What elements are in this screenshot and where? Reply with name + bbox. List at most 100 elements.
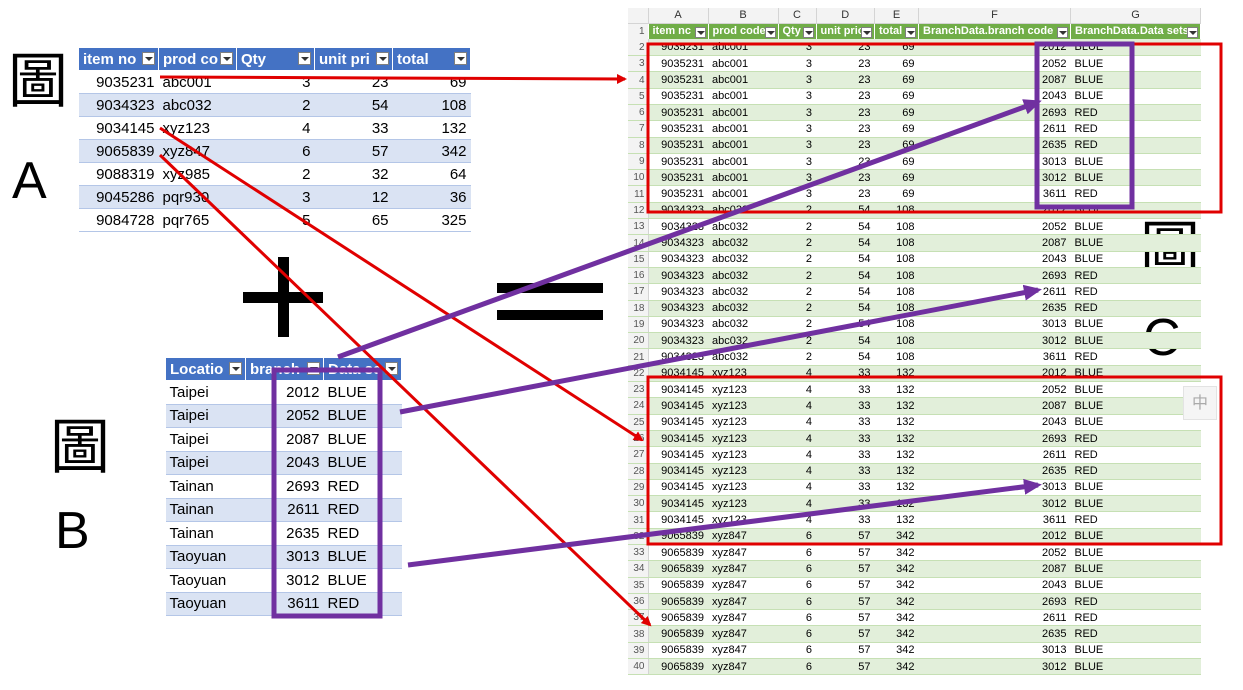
table-c-cell[interactable]: 3611 [918,511,1071,529]
table-a-cell[interactable]: 9045286 [78,185,159,209]
table-c-cell[interactable]: 33 [816,463,875,480]
row-number[interactable]: 39 [628,642,649,660]
table-c-cell[interactable]: 2611 [918,446,1071,464]
filter-dropdown-icon[interactable] [298,52,311,65]
table-c-cell[interactable]: 2087 [918,397,1071,415]
table-c-cell[interactable]: 9065839 [648,593,708,611]
table-c-cell[interactable]: abc032 [708,267,778,285]
table-c-cell[interactable]: 9034145 [648,381,708,399]
table-b-cell[interactable]: Taipei [165,427,246,452]
table-a-cell[interactable]: 2 [236,162,315,186]
table-c-cell[interactable]: 132 [874,381,919,399]
table-c-cell[interactable]: RED [1070,511,1201,529]
table-c-cell[interactable]: 342 [874,642,919,660]
row-number[interactable]: 8 [628,137,649,154]
table-c-cell[interactable]: 9034145 [648,414,708,431]
table-c-cell[interactable]: 2087 [918,234,1071,252]
table-c-cell[interactable]: xyz847 [708,544,778,562]
table-c-cell[interactable]: 57 [816,625,875,643]
table-c-cell[interactable]: 9065839 [648,658,708,676]
table-c-cell[interactable]: 2693 [918,267,1071,285]
table-c-cell[interactable]: 132 [874,430,919,448]
table-c-cell[interactable]: RED [1070,446,1201,464]
table-c-cell[interactable]: 33 [816,414,875,431]
table-c-cell[interactable]: 6 [778,544,816,562]
table-c-header-cell[interactable]: BranchData.branch code [918,23,1072,40]
table-c-cell[interactable]: 69 [874,120,919,138]
table-c-cell[interactable]: 2635 [918,463,1071,480]
table-a-cell[interactable]: 9084728 [78,208,159,232]
table-c-cell[interactable]: 4 [778,430,816,448]
table-c-cell[interactable]: 69 [874,104,919,122]
table-c-cell[interactable]: RED [1070,348,1201,366]
table-c-cell[interactable]: 2 [778,218,816,236]
row-number[interactable]: 36 [628,593,649,611]
table-c-cell[interactable]: 6 [778,528,816,546]
filter-dropdown-icon[interactable] [142,52,155,65]
table-b-cell[interactable]: 2052 [245,404,324,428]
filter-dropdown-icon[interactable] [220,52,233,65]
row-number[interactable]: 1 [628,23,649,40]
table-a-cell[interactable]: 108 [392,93,471,117]
table-c-cell[interactable]: 9034145 [648,495,708,513]
table-c-cell[interactable]: RED [1070,625,1201,643]
filter-dropdown-icon[interactable] [802,26,814,38]
table-c-cell[interactable]: 6 [778,642,816,660]
column-header[interactable]: E [874,8,920,24]
table-c-header-cell[interactable]: Qty [778,23,817,40]
filter-dropdown-icon[interactable] [694,26,706,38]
row-number[interactable]: 27 [628,446,649,464]
row-number[interactable]: 31 [628,511,649,529]
table-c-cell[interactable]: 9034323 [648,332,708,350]
table-c-cell[interactable]: RED [1070,430,1201,448]
table-c-cell[interactable]: xyz847 [708,609,778,627]
table-c-cell[interactable]: RED [1070,463,1201,480]
row-number[interactable]: 34 [628,560,649,578]
table-c-cell[interactable]: 54 [816,234,875,252]
table-c-cell[interactable]: 2052 [918,544,1071,562]
table-a-header-cell[interactable]: prod co [158,47,237,71]
table-c-cell[interactable]: xyz123 [708,446,778,464]
table-c-cell[interactable]: 3012 [918,495,1071,513]
table-c-cell[interactable]: abc001 [708,120,778,138]
table-b-cell[interactable]: Taipei [165,451,246,475]
table-c-cell[interactable]: 54 [816,300,875,317]
table-c-header-cell[interactable]: prod code [708,23,779,40]
table-c-cell[interactable]: 2693 [918,593,1071,611]
table-c-cell[interactable]: xyz123 [708,479,778,497]
filter-dropdown-icon[interactable] [454,52,467,65]
table-c-cell[interactable]: abc001 [708,137,778,154]
table-c-cell[interactable]: 33 [816,511,875,529]
table-b-cell[interactable]: 2043 [245,451,324,475]
table-c-cell[interactable]: BLUE [1070,251,1201,268]
table-a-cell[interactable]: abc032 [158,93,237,117]
table-a-cell[interactable]: 9034145 [78,116,159,140]
table-c-cell[interactable]: BLUE [1070,316,1201,334]
row-number[interactable]: 35 [628,577,649,594]
table-c-cell[interactable]: 9035231 [648,137,708,154]
row-number[interactable]: 40 [628,658,649,676]
table-c-cell[interactable]: 9034323 [648,251,708,268]
table-c-cell[interactable]: xyz123 [708,397,778,415]
table-c-cell[interactable]: 3012 [918,169,1071,187]
table-c-cell[interactable]: 2 [778,267,816,285]
table-b-cell[interactable]: 3013 [245,545,324,569]
table-c-cell[interactable]: abc032 [708,251,778,268]
table-c-cell[interactable]: BLUE [1070,218,1201,236]
table-c-cell[interactable]: xyz123 [708,430,778,448]
table-c-cell[interactable]: RED [1070,300,1201,317]
table-c-cell[interactable]: 23 [816,169,875,187]
filter-dropdown-icon[interactable] [229,362,242,375]
table-b-cell[interactable]: Tainan [165,474,246,499]
column-header[interactable]: C [778,8,817,24]
table-c-cell[interactable]: abc001 [708,71,778,89]
table-a-cell[interactable]: 132 [392,116,471,140]
table-c-cell[interactable]: 3013 [918,153,1071,171]
table-c-cell[interactable]: 9065839 [648,609,708,627]
table-c-cell[interactable]: 342 [874,577,919,594]
table-a-cell[interactable]: xyz123 [158,116,237,140]
table-c-cell[interactable]: 33 [816,446,875,464]
table-c-cell[interactable]: 2635 [918,137,1071,154]
table-c-cell[interactable]: 4 [778,463,816,480]
table-c-cell[interactable]: abc001 [708,88,778,105]
